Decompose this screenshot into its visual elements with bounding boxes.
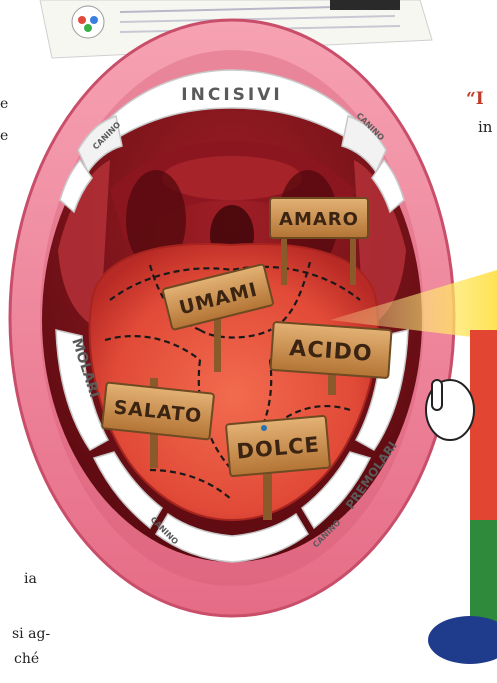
text-fragment: in	[478, 118, 493, 136]
text-fragment: e	[0, 96, 8, 112]
shoe-icon	[428, 616, 497, 664]
text-fragment: ia	[24, 571, 37, 587]
text-fragment: ché	[14, 651, 39, 667]
text-fragment: si ag-	[12, 626, 50, 642]
quote-fragment: “I	[466, 89, 484, 109]
cartoon-character	[426, 330, 497, 664]
text-fragment: e	[0, 128, 8, 144]
logo-seal-icon	[72, 6, 104, 38]
sign-label-amaro: AMARO	[279, 209, 359, 230]
label-incisivi: INCISIVI	[181, 85, 282, 105]
right-text-column: “I in	[466, 89, 493, 136]
